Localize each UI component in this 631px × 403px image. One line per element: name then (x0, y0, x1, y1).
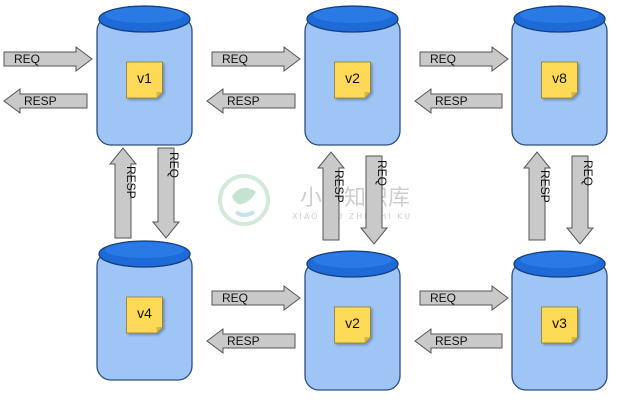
arrow-shape (414, 88, 503, 114)
arrow-label: RESP (24, 94, 57, 108)
arrow-shape (211, 46, 301, 72)
version-label: v3 (552, 315, 567, 331)
arrow-label: REQ (222, 291, 248, 305)
arrow-label: REQ (581, 160, 595, 186)
arrow-label: RESP (332, 170, 346, 203)
arrow-shape (316, 151, 346, 241)
arrow-label: RESP (538, 170, 552, 203)
arrow-shape (3, 46, 93, 72)
arrow-shape (359, 155, 389, 245)
arrow-req-v2-v8: REQ (419, 46, 509, 72)
arrow-resp-v8-v2: RESP (414, 88, 503, 114)
arrow-shape (211, 285, 301, 311)
arrow-shape (414, 328, 503, 354)
jar-lid-top (313, 252, 392, 268)
version-label: v4 (137, 305, 152, 321)
arrow-shape (419, 285, 509, 311)
arrow-label: RESP (435, 334, 468, 348)
note-fold (571, 92, 578, 98)
jar-lid-top (313, 7, 392, 23)
arrow-label: RESP (227, 334, 260, 348)
arrow-label: REQ (167, 152, 181, 178)
arrow-shape (419, 46, 509, 72)
arrow-label: RESP (227, 94, 260, 108)
node-jar-n2: v2 (304, 5, 401, 146)
arrow-shape (565, 155, 595, 245)
note-fold (364, 92, 371, 98)
arrow-label: REQ (222, 52, 248, 66)
note-fold (156, 92, 163, 98)
arrow-label: RESP (124, 166, 138, 199)
jar-lid-top (520, 252, 599, 268)
arrow-resp-v4-v1: RESP (108, 147, 138, 239)
arrow-shape (3, 88, 88, 114)
arrow-req-v4-v2: REQ (211, 285, 301, 311)
arrow-label: REQ (430, 291, 456, 305)
arrow-label: REQ (375, 160, 389, 186)
node-jar-n3: v8 (511, 5, 608, 146)
arrow-req-v2-v3: REQ (419, 285, 509, 311)
jar-lid-top (520, 7, 599, 23)
arrow-label: REQ (14, 52, 40, 66)
version-label: v1 (137, 70, 152, 86)
arrow-req-v8-v3: REQ (565, 155, 595, 245)
arrow-shape (108, 147, 138, 239)
watermark-subtitle: XIAO NIU ZHI SHI KU (292, 212, 412, 221)
arrow-req-v1-v2: REQ (211, 46, 301, 72)
watermark: 小牛知识库 XIAO NIU ZHI SHI KU (218, 174, 412, 226)
node-jar-n6: v3 (511, 250, 608, 391)
arrow-shape (206, 88, 296, 114)
jars-layer: v1 v2 v8 v4 v2 v3 (96, 5, 608, 391)
watermark-title: 小牛知识库 (300, 186, 410, 211)
node-jar-n4: v4 (96, 240, 193, 381)
arrow-resp-v2-v1: RESP (206, 88, 296, 114)
node-jar-n1: v1 (96, 5, 193, 146)
version-label: v2 (345, 315, 360, 331)
arrow-resp-v2-v2: RESP (316, 151, 346, 241)
arrows-layer: REQ RESP REQ RESP REQ RESP REQ RESP REQ RESP RESP R… (3, 46, 595, 354)
version-label: v8 (552, 70, 567, 86)
note-fold (571, 337, 578, 343)
arrow-resp-v3-v2: RESP (414, 328, 503, 354)
arrow-resp-out-v1: RESP (3, 88, 88, 114)
arrow-shape (151, 147, 181, 239)
watermark-logo-icon (218, 174, 270, 226)
arrow-resp-v3-v8: RESP (522, 151, 552, 241)
arrow-label: REQ (430, 52, 456, 66)
note-fold (364, 337, 371, 343)
jar-lid-top (105, 7, 184, 23)
note-fold (156, 327, 163, 333)
arrow-req-v1-v4: REQ (151, 147, 181, 239)
arrow-label: RESP (435, 94, 468, 108)
arrow-shape (206, 328, 296, 354)
arrow-req-into-v1: REQ (3, 46, 93, 72)
version-label: v2 (345, 70, 360, 86)
node-jar-n5: v2 (304, 250, 401, 391)
jar-lid-top (105, 242, 184, 258)
arrow-shape (522, 151, 552, 241)
arrow-req-v2-v2: REQ (359, 155, 389, 245)
arrow-resp-v2-v4: RESP (206, 328, 296, 354)
